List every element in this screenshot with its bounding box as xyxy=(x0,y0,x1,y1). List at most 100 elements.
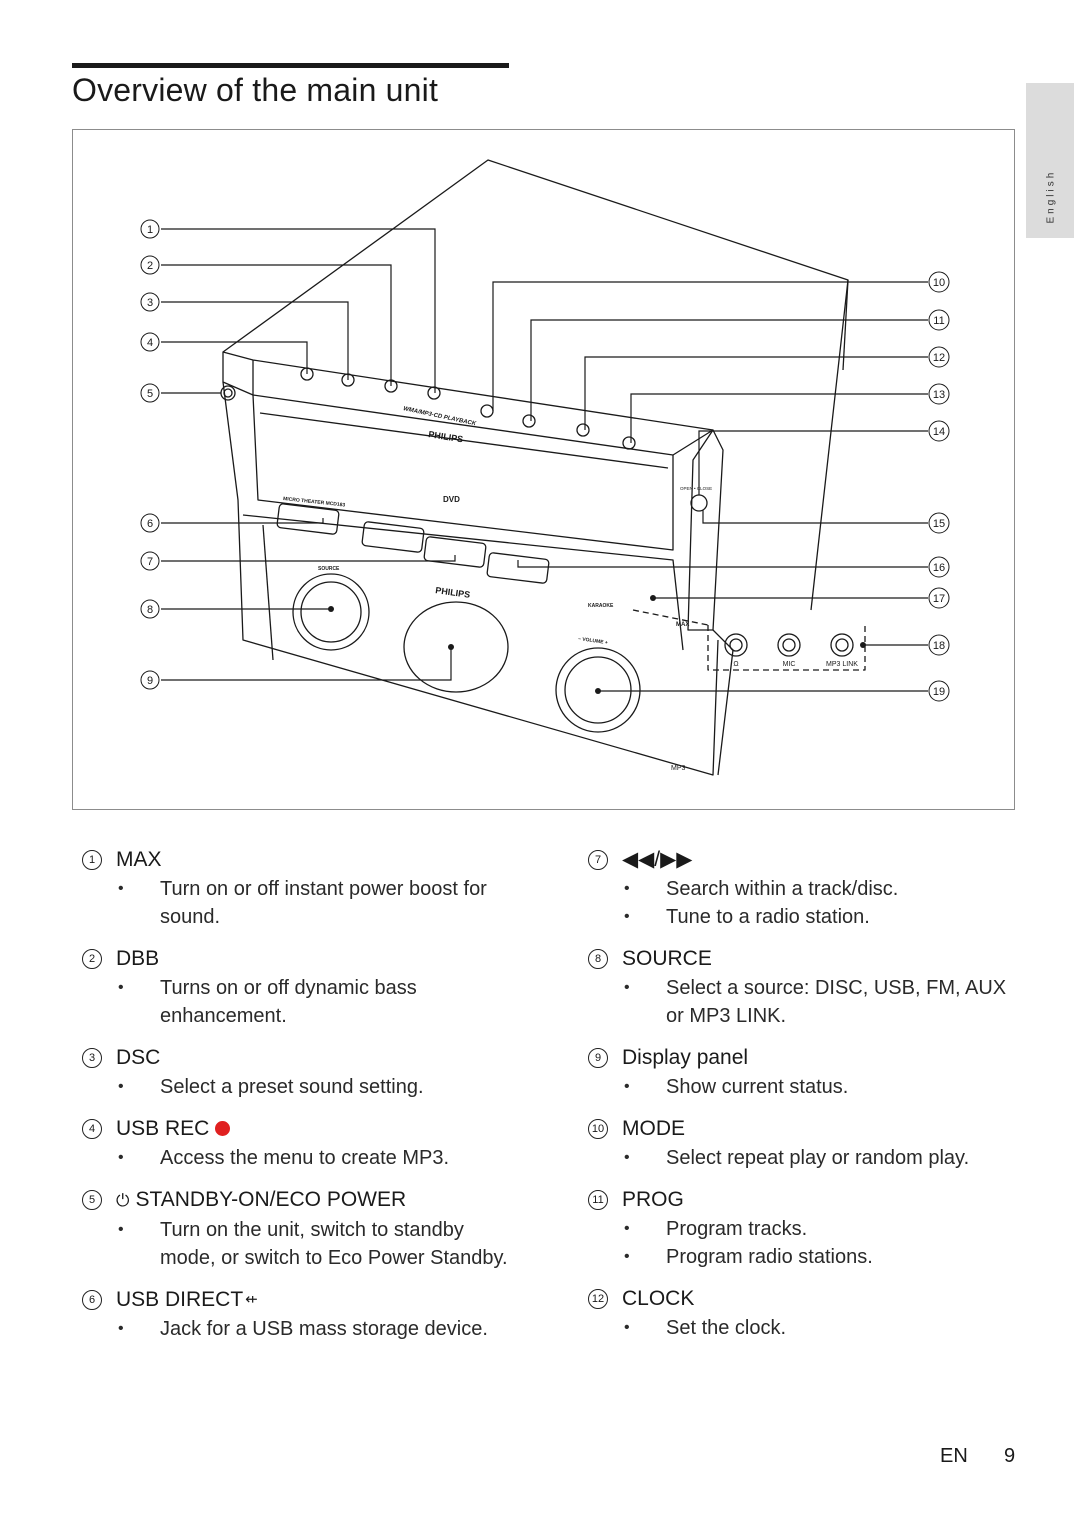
item-label: Display panel xyxy=(622,1046,749,1069)
open-close-label: OPEN • CLOSE xyxy=(680,486,712,491)
karaoke-label: KARAOKE xyxy=(588,603,614,609)
item-usb-direct: 6 USB DIRECT⇷ Jack for a USB mass storage… xyxy=(82,1285,512,1343)
item-number: 12 xyxy=(588,1289,608,1309)
item-bullet: Search within a track/disc. xyxy=(588,875,1018,903)
item-clock: 12 CLOCK Set the clock. xyxy=(588,1284,1018,1342)
item-number: 1 xyxy=(82,850,102,870)
item-max: 1 MAX Turn on or off instant power boost … xyxy=(82,845,512,931)
item-number: 5 xyxy=(82,1190,102,1210)
language-tab: English xyxy=(1026,83,1074,238)
callout-11: 11 xyxy=(928,309,950,331)
item-label: DSC xyxy=(116,1046,161,1069)
unit-drawing: 1 2 3 4 5 6 7 8 9 10 11 12 13 14 15 16 1… xyxy=(140,159,950,776)
item-label: MAX xyxy=(116,848,162,871)
callout-8: 8 xyxy=(140,599,160,619)
callout-15: 15 xyxy=(928,512,950,534)
item-bullet: Program radio stations. xyxy=(588,1243,1018,1271)
callout-3: 3 xyxy=(140,292,160,312)
item-prog: 11 PROG Program tracks. Program radio sta… xyxy=(588,1185,1018,1271)
item-number: 9 xyxy=(588,1048,608,1068)
item-label: USB REC xyxy=(116,1117,210,1140)
callout-14: 14 xyxy=(928,420,950,442)
mp3-badge: MP3 xyxy=(671,765,686,772)
item-bullet: Tune to a radio station. xyxy=(588,903,1018,931)
item-number: 6 xyxy=(82,1290,102,1310)
callout-4: 4 xyxy=(140,332,160,352)
svg-text:15: 15 xyxy=(933,518,945,530)
svg-text:9: 9 xyxy=(147,675,153,687)
callout-9: 9 xyxy=(140,670,160,690)
callout-7: 7 xyxy=(140,551,160,571)
item-bullet: Turns on or off dynamic bass enhancement… xyxy=(82,974,512,1030)
item-number: 10 xyxy=(588,1119,608,1139)
item-label: PROG xyxy=(622,1188,684,1211)
svg-text:4: 4 xyxy=(147,337,153,349)
page-number: 9 xyxy=(1004,1445,1016,1467)
record-dot-icon xyxy=(215,1121,231,1136)
callout-18: 18 xyxy=(928,634,950,656)
jack-label-mic: MIC xyxy=(783,661,796,668)
svg-text:11: 11 xyxy=(933,315,944,327)
jack-label-mp3-link: MP3 LINK xyxy=(826,661,858,668)
item-bullet: Access the menu to create MP3. xyxy=(82,1144,512,1172)
item-bullet: Select a preset sound setting. xyxy=(82,1073,512,1101)
item-label: DBB xyxy=(116,947,160,970)
callout-5: 5 xyxy=(140,383,160,403)
svg-text:18: 18 xyxy=(933,640,945,652)
item-usb-rec: 4 USB REC Access the menu to create MP3. xyxy=(82,1114,512,1172)
item-standby: 5 ⏻ STANDBY-ON/ECO POWER Turn on the unit,… xyxy=(82,1185,512,1272)
unit-illustration: 1 2 3 4 5 6 7 8 9 10 11 12 13 14 15 16 1… xyxy=(72,129,1015,810)
svg-text:8: 8 xyxy=(147,604,153,616)
language-tab-label: English xyxy=(1045,169,1056,224)
max-badge: MAX xyxy=(676,622,689,628)
item-bullet: Set the clock. xyxy=(588,1314,1018,1342)
callout-2: 2 xyxy=(140,255,160,275)
item-bullet: Jack for a USB mass storage device. xyxy=(82,1315,512,1343)
svg-text:14: 14 xyxy=(933,426,945,438)
item-dbb: 2 DBB Turns on or off dynamic bass enhanc… xyxy=(82,944,512,1030)
volume-label: – VOLUME + xyxy=(578,636,608,646)
svg-text:1: 1 xyxy=(147,224,153,236)
item-bullet: Select a source: DISC, USB, FM, AUX or M… xyxy=(588,974,1018,1030)
callout-13: 13 xyxy=(928,383,950,405)
item-label: USB DIRECT xyxy=(116,1288,244,1311)
callout-16: 16 xyxy=(928,556,950,578)
page-title: Overview of the main unit xyxy=(72,72,439,108)
item-search: 7 ◀◀/▶▶ Search within a track/disc. Tune … xyxy=(588,845,1018,931)
playback-label: WMA/MP3-CD PLAYBACK xyxy=(403,406,477,427)
item-number: 8 xyxy=(588,949,608,969)
item-list-left: 1 MAX Turn on or off instant power boost … xyxy=(82,845,512,1356)
item-bullet: Show current status. xyxy=(588,1073,1018,1101)
svg-text:16: 16 xyxy=(933,562,945,574)
item-bullet: Turn on the unit, switch to standby mode… xyxy=(82,1216,512,1272)
callout-17: 17 xyxy=(928,587,950,609)
svg-text:2: 2 xyxy=(147,260,153,272)
brand-top: PHILIPS xyxy=(428,429,464,444)
svg-text:5: 5 xyxy=(147,388,153,400)
item-number: 7 xyxy=(588,850,608,870)
callout-10: 10 xyxy=(928,271,950,293)
item-label: MODE xyxy=(622,1117,685,1140)
brand-front: PHILIPS xyxy=(435,585,471,600)
svg-text:12: 12 xyxy=(933,352,945,364)
svg-text:3: 3 xyxy=(147,297,153,309)
item-number: 2 xyxy=(82,949,102,969)
item-number: 4 xyxy=(82,1119,102,1139)
item-bullet: Program tracks. xyxy=(588,1215,1018,1243)
item-label: CLOCK xyxy=(622,1287,695,1310)
jack-label-headphone: Ω xyxy=(733,661,738,668)
power-icon: ⏻ xyxy=(116,1191,130,1210)
item-label: STANDBY-ON/ECO POWER xyxy=(135,1188,407,1211)
item-label: ◀◀/▶▶ xyxy=(622,848,693,871)
footer-language: EN xyxy=(940,1445,968,1467)
callout-1: 1 xyxy=(140,219,160,239)
usb-icon: ⇷ xyxy=(245,1291,258,1308)
svg-text:10: 10 xyxy=(933,277,945,289)
item-number: 11 xyxy=(588,1190,608,1210)
item-bullet: Turn on or off instant power boost for s… xyxy=(82,875,512,931)
item-list-right: 7 ◀◀/▶▶ Search within a track/disc. Tune … xyxy=(588,845,1018,1355)
callout-6: 6 xyxy=(140,513,160,533)
svg-text:17: 17 xyxy=(933,593,945,605)
